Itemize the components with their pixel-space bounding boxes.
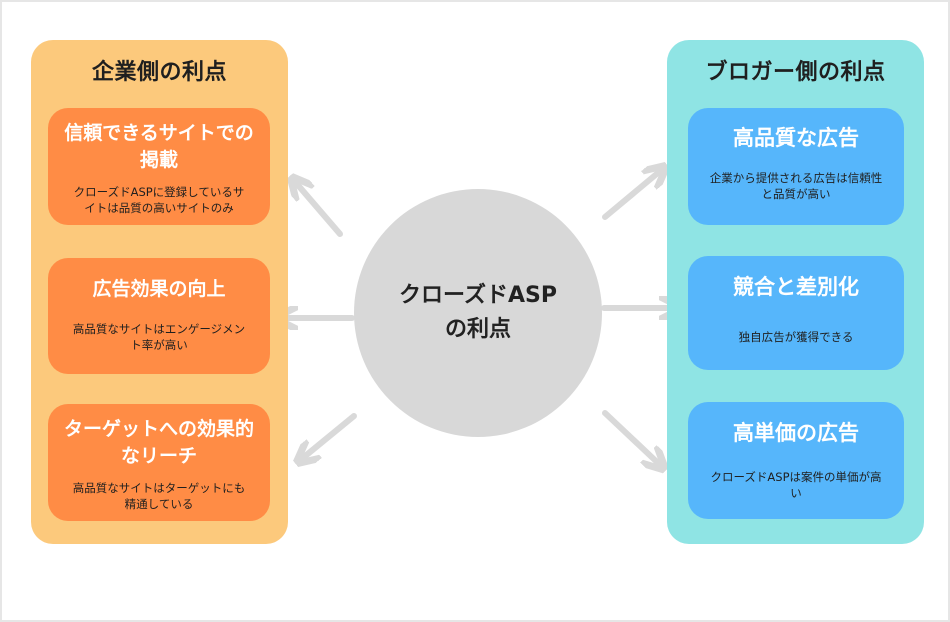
card-description: クローズドASPは案件の単価が高 い bbox=[710, 470, 882, 500]
card-title: 広告効果の向上 bbox=[92, 278, 226, 300]
card-title: ターゲットへの効果的 なリーチ bbox=[63, 418, 254, 467]
benefit-card-ad-effectiveness: 広告効果の向上 高品質なサイトはエンゲージメン ト率が高い bbox=[48, 258, 270, 374]
card-description: 高品質なサイトはターゲットにも 精通している bbox=[72, 481, 246, 511]
benefit-card-trusted-sites: 信頼できるサイトでの 掲載 クローズドASPに登録しているサ イトは品質の高いサ… bbox=[48, 108, 270, 225]
central-topic-label: クローズドASP の利点 bbox=[399, 283, 557, 342]
benefit-card-differentiation: 競合と差別化 独自広告が獲得できる bbox=[688, 256, 904, 370]
blogger-benefits-panel: ブロガー側の利点 高品質な広告 企業から提供される広告は信頼性 と品質が高い 競… bbox=[667, 40, 924, 544]
arrow-upper-right bbox=[602, 172, 659, 220]
card-description: 独自広告が獲得できる bbox=[738, 330, 854, 344]
blogger-benefits-title: ブロガー側の利点 bbox=[705, 60, 886, 85]
card-title: 信頼できるサイトでの 掲載 bbox=[64, 122, 254, 171]
benefit-card-high-price-ads: 高単価の広告 クローズドASPは案件の単価が高 い bbox=[688, 402, 904, 519]
arrow-lower-left bbox=[304, 413, 357, 457]
company-benefits-title: 企業側の利点 bbox=[91, 60, 227, 85]
benefit-card-target-reach: ターゲットへの効果的 なリーチ 高品質なサイトはターゲットにも 精通している bbox=[48, 404, 270, 521]
card-title: 高品質な広告 bbox=[733, 126, 859, 150]
benefit-card-quality-ads: 高品質な広告 企業から提供される広告は信頼性 と品質が高い bbox=[688, 108, 904, 225]
company-benefits-panel: 企業側の利点 信頼できるサイトでの 掲載 クローズドASPに登録しているサ イト… bbox=[31, 40, 288, 544]
central-topic-circle: クローズドASP の利点 bbox=[354, 189, 602, 437]
card-title: 高単価の広告 bbox=[733, 421, 859, 445]
card-title: 競合と差別化 bbox=[733, 275, 859, 299]
arrow-lower-right bbox=[602, 410, 658, 463]
card-description: 高品質なサイトはエンゲージメン ト率が高い bbox=[72, 322, 246, 352]
card-description: クローズドASPに登録しているサ イトは品質の高いサイトのみ bbox=[73, 185, 245, 215]
card-description: 企業から提供される広告は信頼性 と品質が高い bbox=[709, 171, 883, 201]
arrow-upper-left bbox=[297, 184, 343, 237]
